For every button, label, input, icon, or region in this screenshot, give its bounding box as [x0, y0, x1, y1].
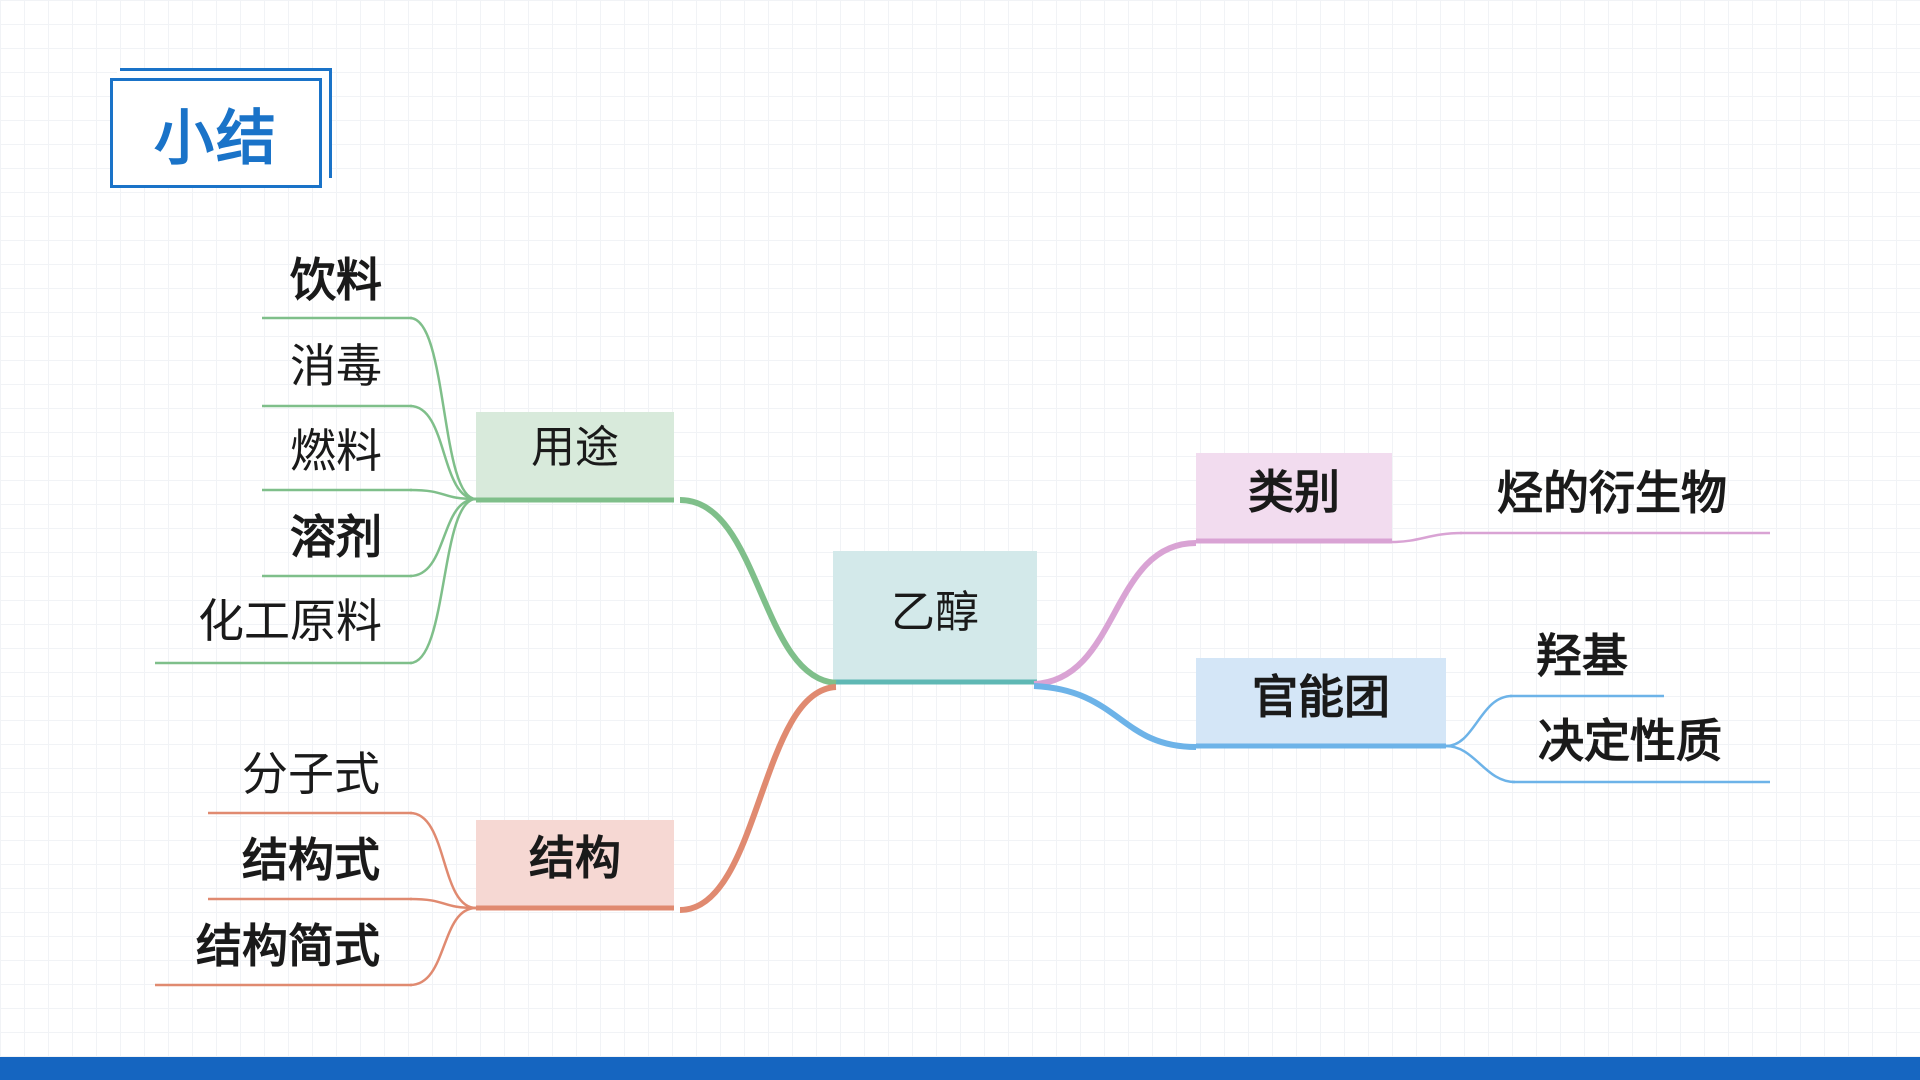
connector-uses-item-1 — [409, 404, 477, 501]
connector-functional-item-0 — [1445, 694, 1513, 748]
center-node: 乙醇 — [833, 551, 1037, 685]
structure-item-0: 分子式 — [242, 747, 380, 801]
uses-node: 用途 — [476, 412, 674, 503]
connector-center-category — [1033, 540, 1197, 687]
connector-center-functional — [1033, 683, 1197, 750]
uses-item-2: 燃料 — [290, 424, 382, 478]
connector-structure-item-2 — [409, 906, 477, 987]
uses-label: 用途 — [531, 422, 619, 473]
connector-uses-item-2 — [409, 488, 477, 501]
functional-item-0: 羟基 — [1536, 629, 1628, 683]
uses-item-3: 溶剂 — [290, 510, 382, 564]
connector-structure-item-1 — [409, 897, 477, 910]
connector-functional-item-1 — [1445, 744, 1516, 784]
uses-item-4: 化工原料 — [198, 594, 382, 648]
category-item-0: 烃的衍生物 — [1497, 466, 1727, 520]
summary-title-box: 小结 — [110, 78, 322, 188]
center-label: 乙醇 — [891, 587, 979, 638]
structure-item-1: 结构式 — [242, 833, 380, 887]
connector-category-item-0 — [1391, 531, 1463, 544]
functional-group-node: 官能团 — [1196, 658, 1446, 749]
connector-center-uses — [679, 497, 837, 686]
summary-title: 小结 — [154, 103, 278, 174]
structure-label: 结构 — [529, 831, 621, 885]
uses-item-0: 饮料 — [290, 253, 382, 307]
functional-group-label: 官能团 — [1252, 670, 1390, 724]
connector-uses-item-3 — [409, 497, 477, 578]
connector-uses-item-4 — [409, 497, 477, 665]
structure-item-2: 结构简式 — [196, 919, 380, 973]
connector-uses-item-0 — [409, 316, 477, 501]
connector-center-structure — [679, 684, 837, 913]
functional-item-1: 决定性质 — [1538, 714, 1722, 768]
category-label: 类别 — [1248, 465, 1340, 519]
uses-item-1: 消毒 — [290, 339, 382, 393]
connector-structure-item-0 — [409, 811, 477, 910]
structure-node: 结构 — [476, 820, 674, 911]
category-node: 类别 — [1196, 453, 1392, 544]
bottom-bar — [0, 1057, 1920, 1080]
